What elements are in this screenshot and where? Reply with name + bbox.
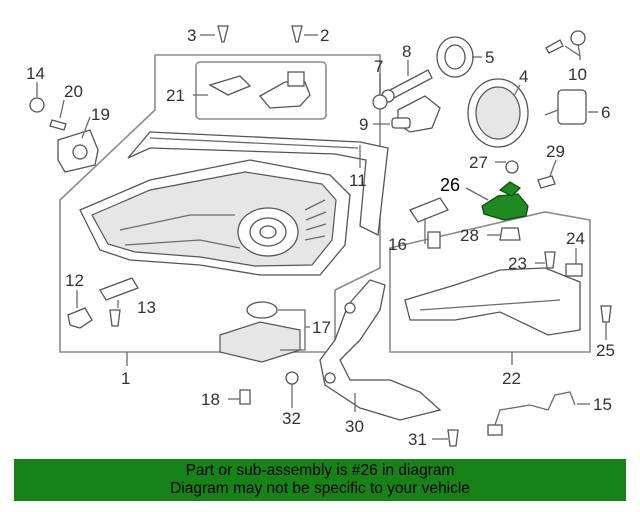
sub-frame-22: [389, 211, 591, 353]
clip-24: [565, 263, 583, 277]
callout-29[interactable]: 29: [546, 142, 565, 161]
screw-2: [291, 25, 303, 43]
cap-4: [467, 78, 529, 148]
leader-4: [513, 84, 521, 97]
leader-20: [59, 99, 65, 119]
screw-3: [217, 25, 229, 43]
part-26-highlight[interactable]: [481, 181, 529, 221]
callout-1[interactable]: 1: [121, 369, 130, 388]
callout-7[interactable]: 7: [374, 57, 383, 76]
nut-28: [499, 227, 521, 241]
bolt-31: [447, 429, 459, 447]
callout-22[interactable]: 22: [502, 369, 521, 388]
screw-25: [600, 305, 612, 323]
callout-6[interactable]: 6: [601, 103, 610, 122]
bolt-32: [285, 371, 299, 400]
motor-9: [391, 95, 441, 133]
leader-26: [465, 187, 489, 201]
nut-14: [29, 97, 45, 113]
callout-4[interactable]: 4: [519, 67, 528, 86]
callout-27[interactable]: 27: [469, 153, 488, 172]
harness-15: [487, 391, 576, 436]
ballast-17: [219, 301, 301, 363]
headlamp-housing: [79, 159, 351, 276]
banner-line-2: Diagram may not be specific to your vehi…: [170, 480, 470, 497]
callout-26[interactable]: 26: [440, 175, 460, 195]
callout-3[interactable]: 3: [187, 26, 196, 45]
leader-17: [278, 309, 310, 351]
callout-10[interactable]: 10: [568, 65, 587, 84]
callout-31[interactable]: 31: [408, 430, 427, 449]
callout-28[interactable]: 28: [460, 226, 479, 245]
sub-frame-21: [195, 61, 327, 120]
screw-29: [537, 175, 556, 189]
callout-24[interactable]: 24: [566, 229, 585, 248]
control-module-19: [57, 129, 99, 173]
leader-29: [549, 159, 557, 177]
part-12: [67, 307, 93, 329]
callout-25[interactable]: 25: [596, 341, 615, 360]
callout-9[interactable]: 9: [359, 115, 368, 134]
bracket-21: [208, 71, 311, 109]
leader-10: [564, 43, 581, 60]
callout-15[interactable]: 15: [593, 395, 612, 414]
bracket-22: [404, 267, 581, 336]
trim-strip: [127, 131, 389, 236]
sensor-16: [409, 197, 449, 249]
bolt-18: [239, 389, 251, 405]
leader-19: [81, 116, 91, 139]
support-bracket-30: [319, 279, 442, 421]
callout-12[interactable]: 12: [65, 271, 84, 290]
bulb-6: [544, 89, 587, 125]
info-banner: Part or sub-assembly is #26 in diagram D…: [14, 459, 626, 501]
callout-19[interactable]: 19: [91, 105, 110, 124]
callout-14[interactable]: 14: [26, 64, 45, 83]
callout-13[interactable]: 13: [137, 298, 156, 317]
callout-16[interactable]: 16: [388, 235, 407, 254]
screw-23: [544, 251, 556, 269]
callout-18[interactable]: 18: [201, 390, 220, 409]
banner-line-1: Part or sub-assembly is #26 in diagram: [185, 462, 455, 479]
callout-23[interactable]: 23: [508, 254, 527, 273]
callout-30[interactable]: 30: [345, 417, 364, 436]
callout-8[interactable]: 8: [402, 42, 411, 61]
ring-5: [436, 36, 474, 78]
bulb-7: [372, 94, 388, 110]
screw-27: [505, 160, 519, 174]
screw-20: [49, 119, 67, 131]
callout-5[interactable]: 5: [485, 48, 494, 67]
callout-21[interactable]: 21: [166, 86, 185, 105]
part-13: [99, 277, 139, 327]
callout-11[interactable]: 11: [349, 171, 367, 190]
callout-17[interactable]: 17: [312, 318, 331, 337]
callout-20[interactable]: 20: [64, 82, 83, 101]
callout-32[interactable]: 32: [282, 409, 301, 428]
callout-2[interactable]: 2: [320, 26, 329, 45]
